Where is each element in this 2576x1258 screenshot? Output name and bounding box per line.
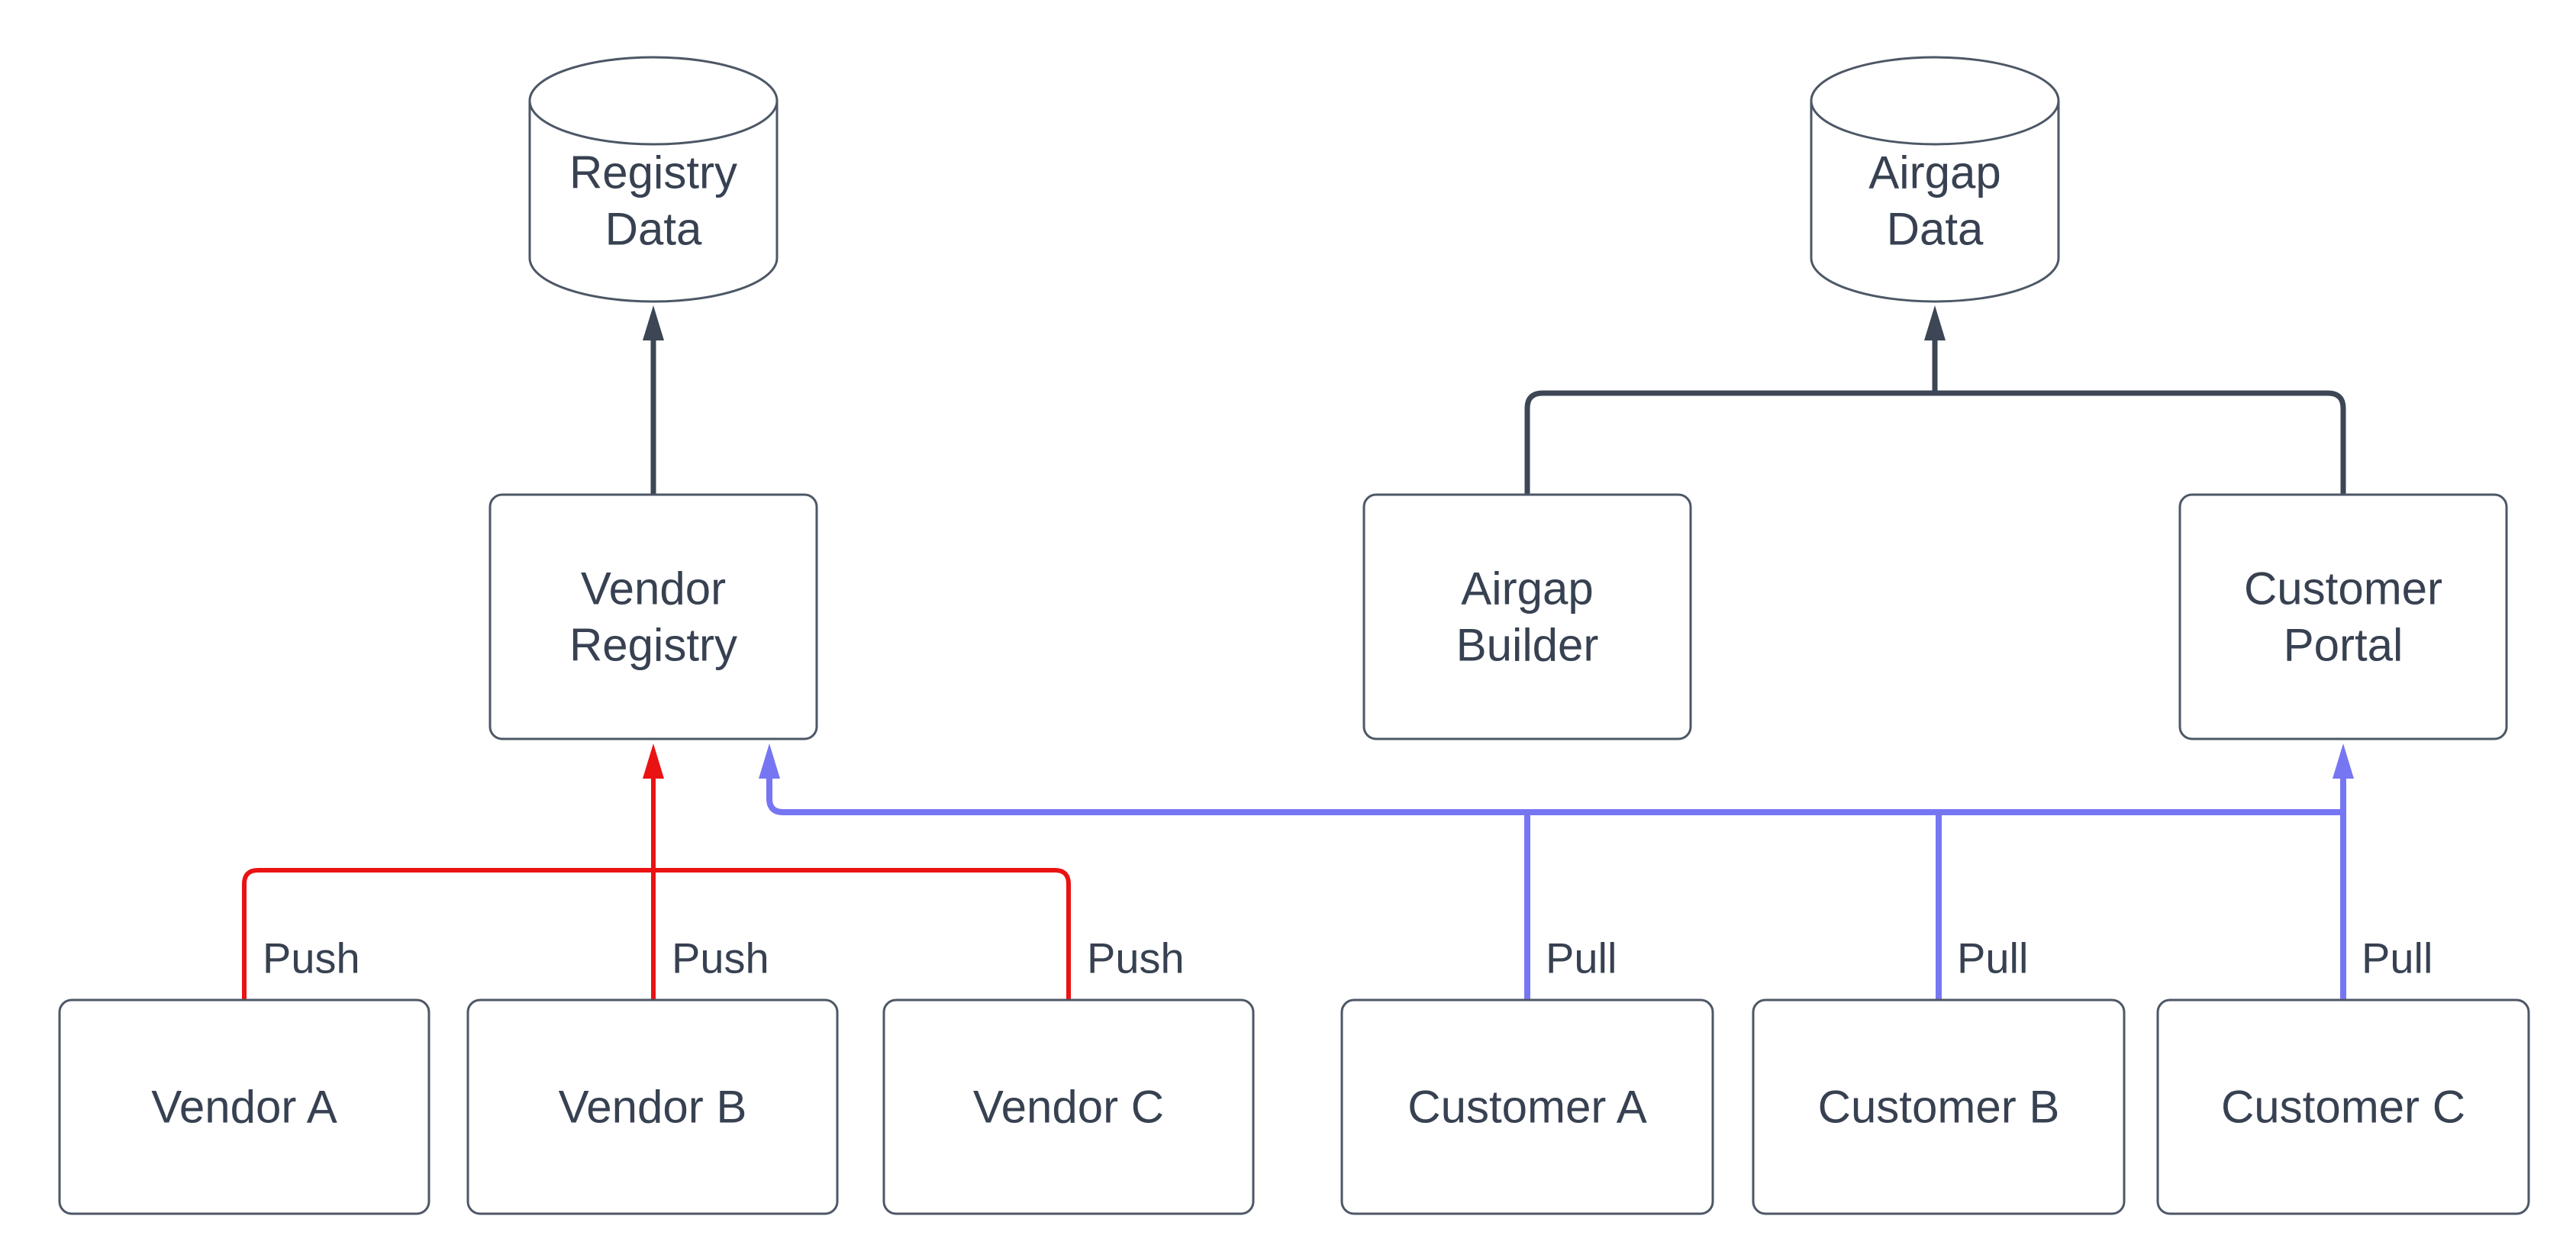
cylinder-rim bbox=[528, 100, 779, 146]
node-label: Portal bbox=[2284, 620, 2404, 671]
edge-label-push-vendor-a: Push bbox=[263, 934, 360, 982]
edge-line bbox=[242, 868, 1071, 1000]
node-box bbox=[1752, 998, 2126, 1215]
node-label: Vendor C bbox=[973, 1082, 1164, 1133]
edge-label-pull-customer-a: Pull bbox=[1546, 934, 1617, 982]
edge-label-pull-customer-c: Pull bbox=[2362, 934, 2433, 982]
node-label: Builder bbox=[1456, 620, 1599, 671]
edge-label-pull-customer-b: Pull bbox=[1957, 934, 2028, 982]
node-box bbox=[1362, 493, 1692, 740]
arrowhead-up bbox=[1924, 305, 1946, 340]
node-label: Vendor bbox=[581, 563, 726, 614]
cylinder-body bbox=[528, 56, 779, 303]
node-customer-b: Customer B bbox=[1752, 998, 2126, 1215]
node-label: Customer C bbox=[2221, 1082, 2465, 1133]
arrowhead-up bbox=[2333, 744, 2354, 779]
node-label: Registry bbox=[569, 620, 737, 671]
arrowhead-up bbox=[759, 744, 780, 779]
node-box bbox=[488, 493, 818, 740]
edge-label-push-vendor-b: Push bbox=[672, 934, 769, 982]
node-label: Registry bbox=[569, 147, 737, 198]
edge-pull-bus bbox=[759, 744, 2354, 1000]
node-customer-c: Customer C bbox=[2156, 998, 2530, 1215]
edge-vendor-registry-to-registry-data bbox=[643, 305, 664, 495]
node-airgap-data: Airgap Data bbox=[1810, 56, 2060, 303]
node-label: Data bbox=[605, 204, 702, 255]
node-box bbox=[466, 998, 839, 1215]
edge-line bbox=[766, 779, 2343, 815]
node-box bbox=[882, 998, 1255, 1215]
edge-line bbox=[1524, 390, 2346, 495]
cylinder-rim bbox=[1810, 100, 2060, 146]
arrowhead-up bbox=[643, 305, 664, 340]
edge-label-push-vendor-c: Push bbox=[1087, 934, 1185, 982]
node-customer-a: Customer A bbox=[1340, 998, 1714, 1215]
edge-trunk-to-airgap-data bbox=[1924, 305, 1946, 393]
node-box bbox=[2156, 998, 2530, 1215]
node-vendor-b: Vendor B bbox=[466, 998, 839, 1215]
node-box bbox=[58, 998, 430, 1215]
node-label: Vendor A bbox=[151, 1082, 337, 1133]
node-customer-portal: Customer Portal bbox=[2178, 493, 2508, 740]
node-label: Customer bbox=[2244, 563, 2442, 614]
node-airgap-builder: Airgap Builder bbox=[1362, 493, 1692, 740]
node-label: Customer B bbox=[1818, 1082, 2060, 1133]
node-label: Airgap bbox=[1868, 147, 2001, 198]
edge-airgap-trunk bbox=[1524, 390, 2346, 495]
node-label: Vendor B bbox=[559, 1082, 747, 1133]
node-vendor-registry: Vendor Registry bbox=[488, 493, 818, 740]
node-label: Data bbox=[1887, 204, 1984, 255]
node-registry-data: Registry Data bbox=[528, 56, 779, 303]
node-box bbox=[2178, 493, 2508, 740]
arrowhead-up bbox=[643, 744, 664, 779]
node-vendor-a: Vendor A bbox=[58, 998, 430, 1215]
node-label: Airgap bbox=[1461, 563, 1593, 614]
node-box bbox=[1340, 998, 1714, 1215]
node-label: Customer A bbox=[1407, 1082, 1646, 1133]
node-vendor-c: Vendor C bbox=[882, 998, 1255, 1215]
cylinder-body bbox=[1810, 56, 2060, 303]
edge-push-bus bbox=[242, 744, 1071, 1000]
